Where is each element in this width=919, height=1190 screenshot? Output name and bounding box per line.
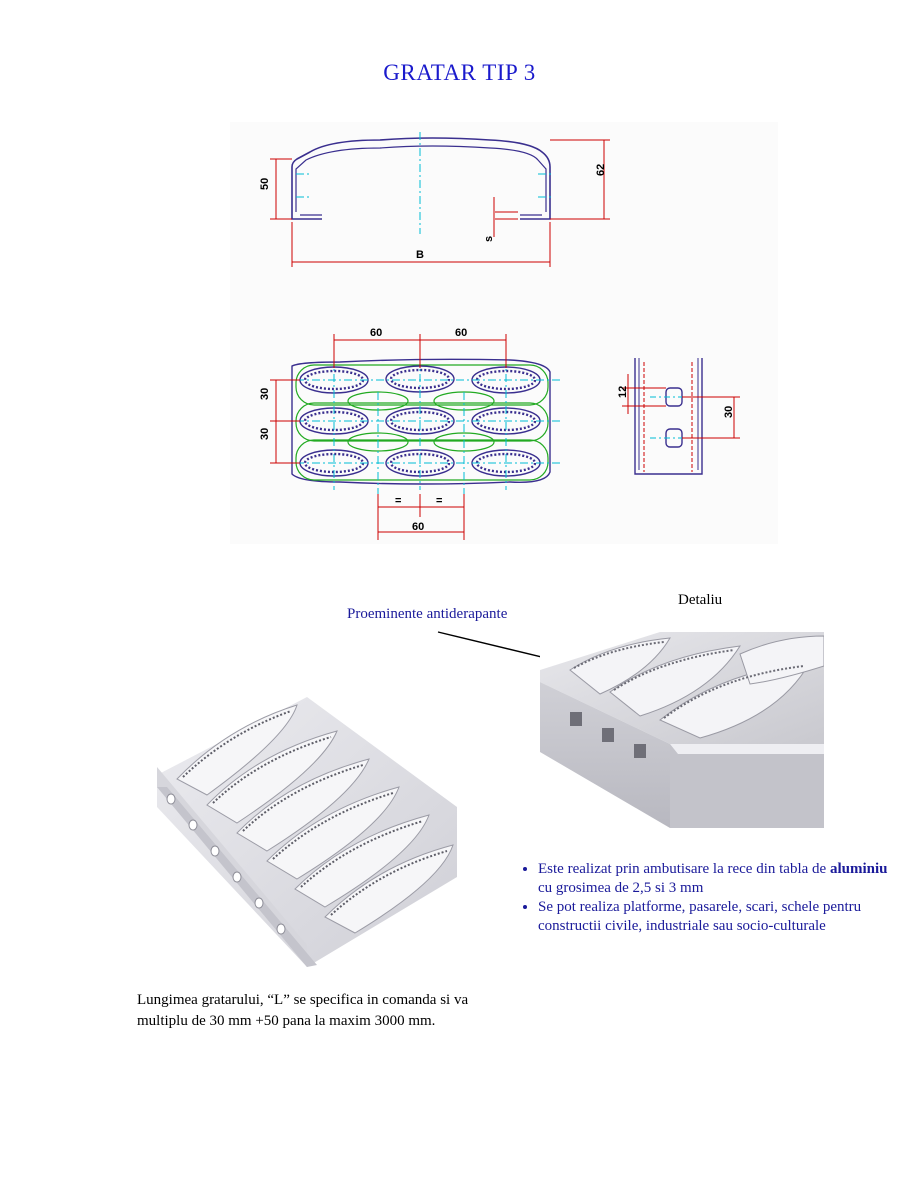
dim-width-b: B bbox=[416, 249, 424, 261]
dim-height-50: 50 bbox=[259, 178, 271, 190]
detail-label: Detaliu bbox=[678, 592, 723, 608]
feature-text-after: cu grosimea de 2,5 si 3 mm bbox=[538, 880, 704, 896]
page-title: GRATAR TIP 3 bbox=[383, 60, 536, 85]
dim-pitch-60-b: 60 bbox=[455, 327, 467, 339]
technical-drawing: 50 62 B s bbox=[230, 122, 778, 544]
dim-row-30-b: 30 bbox=[259, 428, 271, 440]
feature-text-bold: aluminiu bbox=[829, 861, 888, 877]
dim-row-30-a: 30 bbox=[259, 388, 271, 400]
cross-section-centerlines bbox=[296, 132, 552, 234]
cross-section-profile bbox=[291, 137, 551, 220]
feature-text-before: Este realizat prin ambutisare la rece di… bbox=[538, 861, 830, 877]
feature-item-material: Este realizat prin ambutisare la rece di… bbox=[538, 860, 898, 898]
callout-label: Proeminente antiderapante bbox=[347, 606, 508, 622]
dim-equal-b: = bbox=[436, 495, 442, 507]
length-note: Lungimea gratarului, “L” se specifica in… bbox=[137, 992, 469, 1029]
drawing-svg: 50 62 B s bbox=[259, 132, 740, 540]
feature-item-uses: Se pot realiza platforme, pasarele, scar… bbox=[538, 898, 898, 936]
feature-list: Este realizat prin ambutisare la rece di… bbox=[510, 860, 898, 936]
dim-height-62: 62 bbox=[595, 164, 607, 176]
plan-dimensions bbox=[270, 334, 507, 540]
plan-view bbox=[291, 358, 551, 485]
dim-thickness-s: s bbox=[483, 236, 495, 242]
dim-bottom-60: 60 bbox=[412, 521, 424, 533]
detail-photo bbox=[540, 632, 824, 828]
side-detail bbox=[622, 358, 740, 475]
dim-equal-a: = bbox=[395, 495, 401, 507]
dim-hole-12: 12 bbox=[617, 386, 629, 398]
dim-pitch-60-a: 60 bbox=[370, 327, 382, 339]
main-photo bbox=[137, 697, 457, 972]
cross-section-dimensions bbox=[270, 139, 610, 267]
dim-hole-30: 30 bbox=[723, 406, 735, 418]
